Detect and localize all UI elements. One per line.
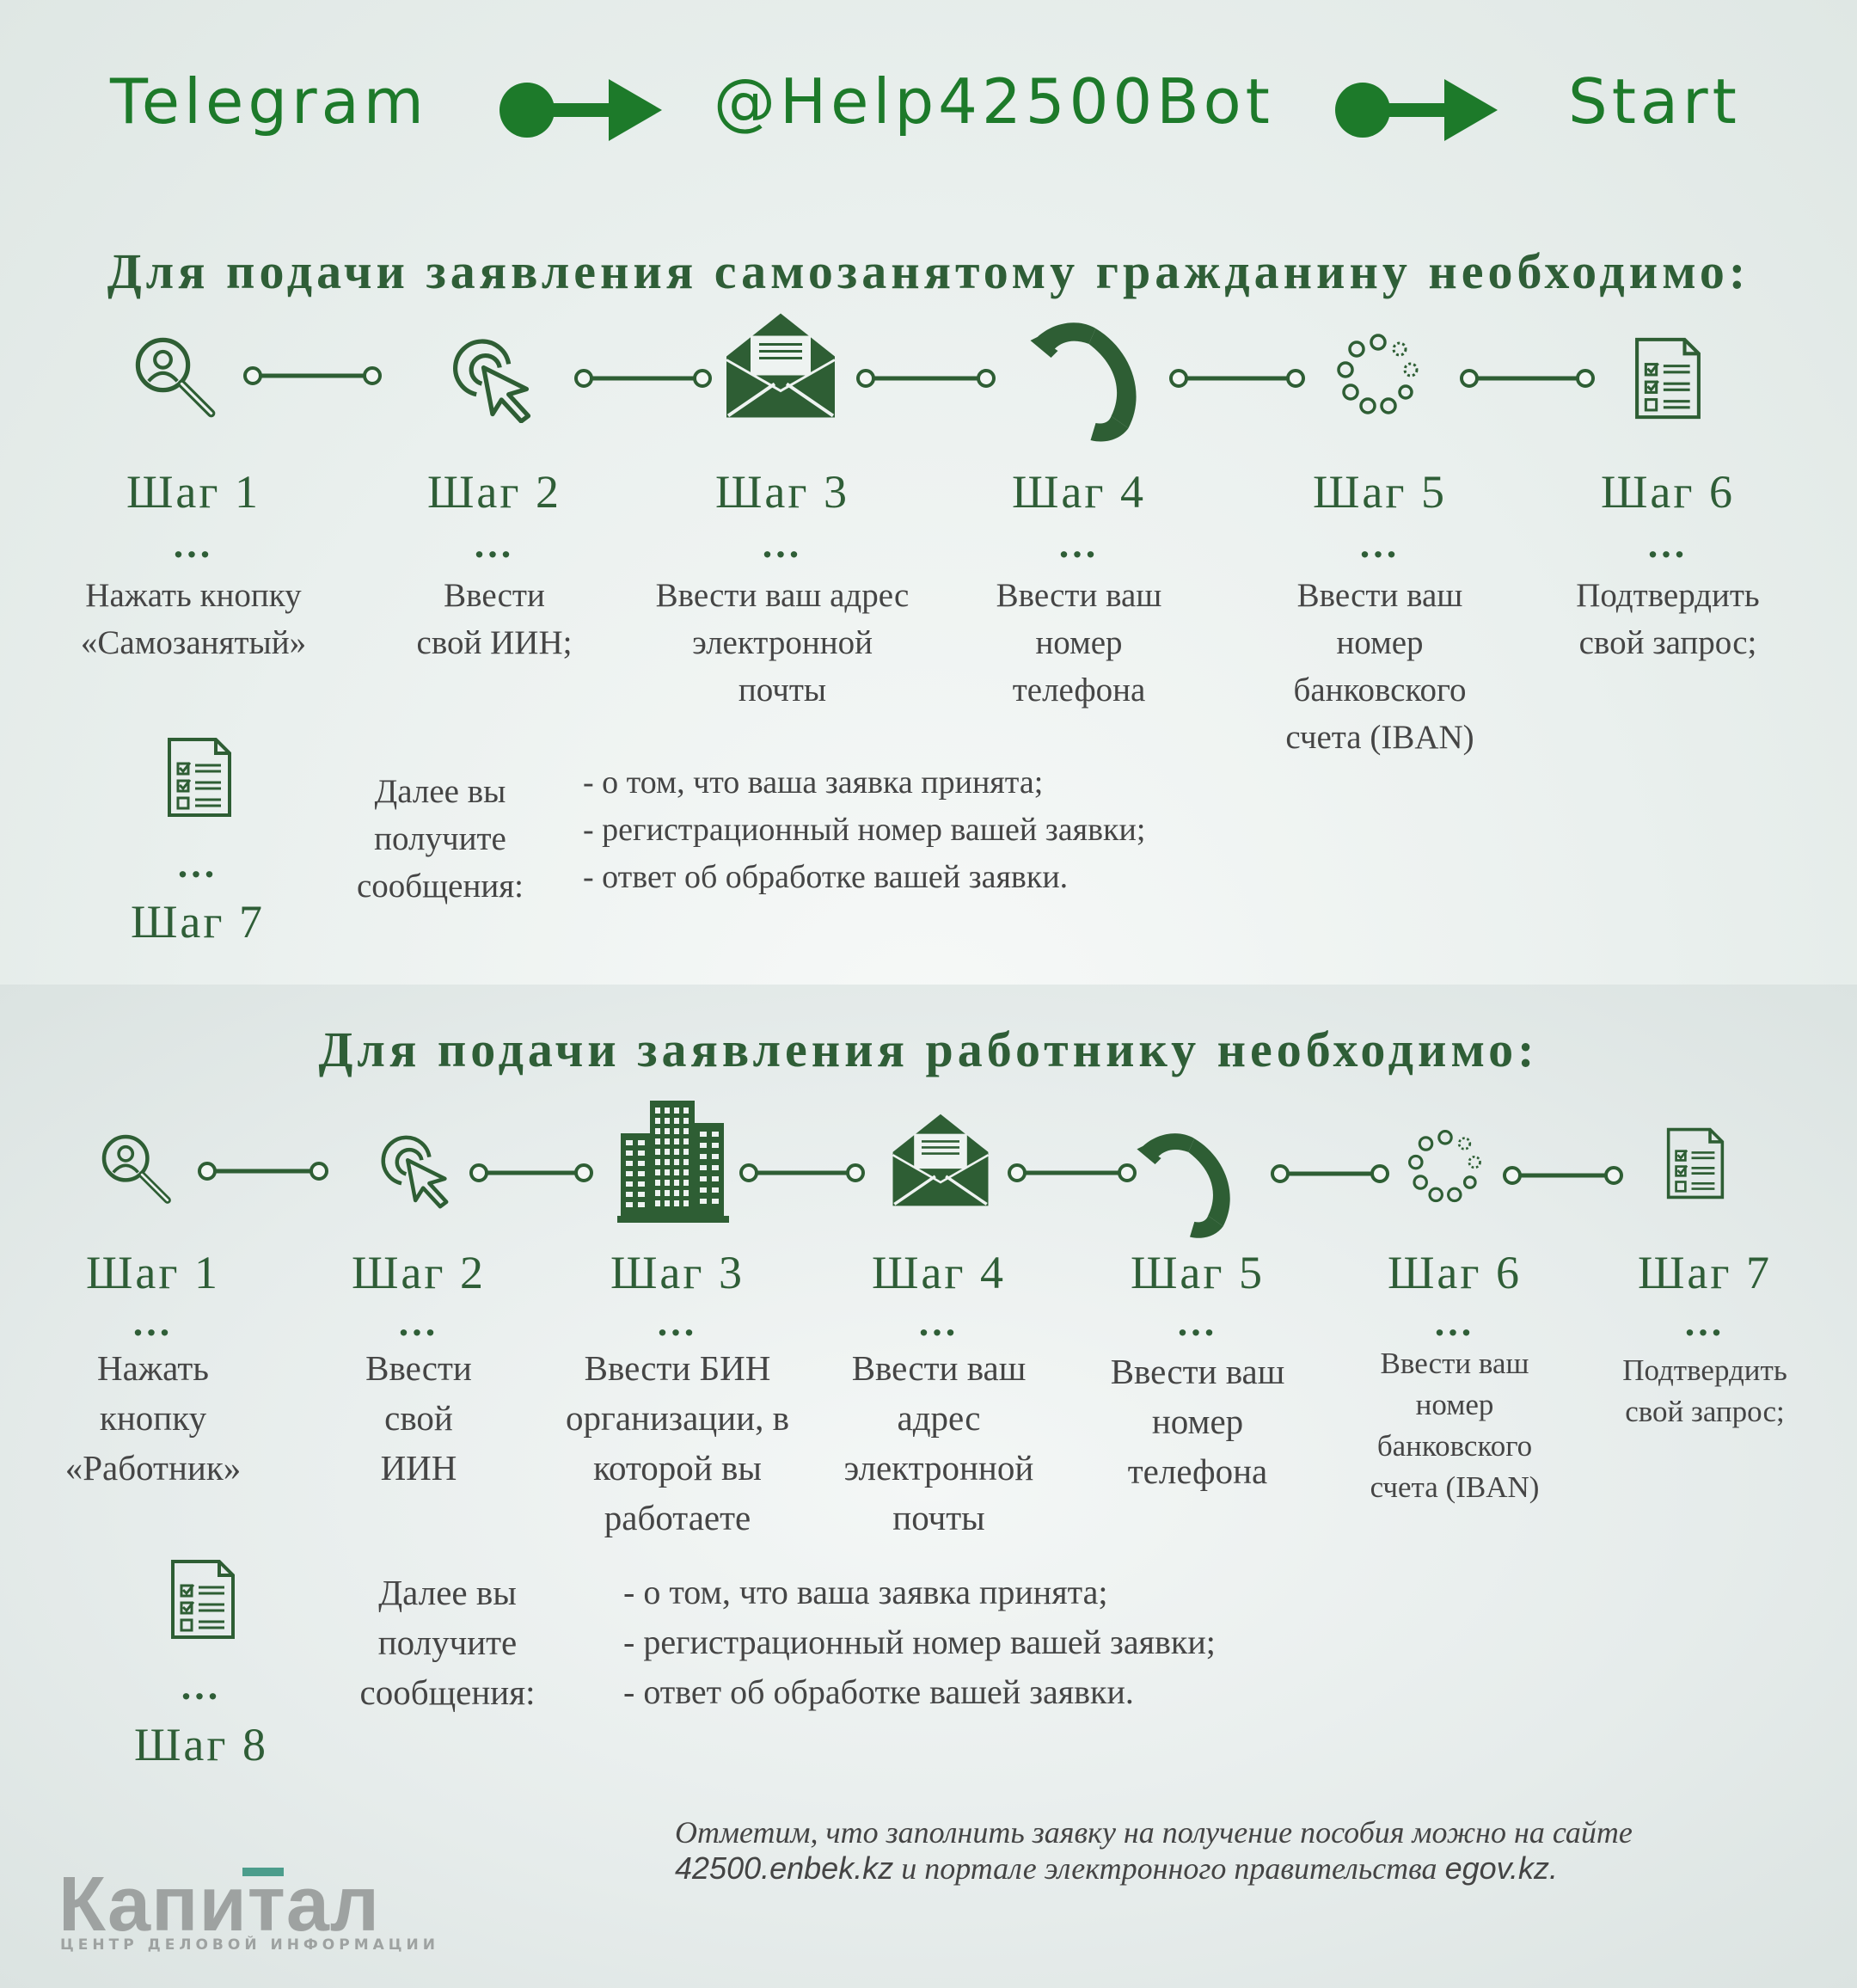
message-item: - регистрационный номер вашей заявки; xyxy=(623,1623,1216,1661)
step-dots: ... xyxy=(657,1300,698,1344)
logo-kapital: Капитал xyxy=(58,1862,381,1948)
messages-list: - о том, что ваша заявка принята; - реги… xyxy=(583,759,1145,901)
checklist-icon xyxy=(168,738,231,817)
phone-icon xyxy=(1133,1126,1241,1244)
step-dots: ... xyxy=(1434,1300,1475,1344)
step-label: Шаг 5 xyxy=(1312,466,1448,518)
checklist-icon xyxy=(171,1560,235,1639)
step-dots: ... xyxy=(173,522,214,566)
connector-line xyxy=(1008,1163,1137,1182)
search-icon xyxy=(129,331,218,425)
footnote: Отметим, что заполнить заявку на получен… xyxy=(675,1815,1633,1886)
step-label: Шаг 1 xyxy=(126,466,261,518)
building-icon xyxy=(617,1099,729,1228)
step-dots: ... xyxy=(918,1300,959,1344)
envelope-icon xyxy=(891,1113,990,1212)
messages-label: Далее вы получите сообщения: xyxy=(356,773,524,905)
step-label: Шаг 2 xyxy=(426,466,562,518)
start-label: Start xyxy=(1568,65,1741,138)
telegram-label: Telegram xyxy=(110,65,428,138)
step-label: Шаг 7 xyxy=(1637,1247,1773,1298)
step-label: Шаг 6 xyxy=(1387,1247,1523,1298)
connector-line xyxy=(1460,369,1595,388)
logo-accent-bar xyxy=(242,1868,284,1876)
click-icon xyxy=(449,334,540,427)
step-label: Шаг 2 xyxy=(351,1247,487,1298)
step-label: Шаг 6 xyxy=(1600,466,1736,518)
checklist-icon xyxy=(1633,335,1702,426)
step-label: Шаг 3 xyxy=(610,1247,745,1298)
envelope-icon xyxy=(725,311,837,424)
messages-list: - о том, что ваша заявка принята; - реги… xyxy=(623,1568,1216,1717)
loading-icon xyxy=(1335,332,1421,422)
connector-line xyxy=(243,366,382,385)
section2-heading: Для подачи заявления работнику необходим… xyxy=(318,1022,1539,1077)
step-dots: ... xyxy=(177,842,218,886)
step-dots: ... xyxy=(474,522,515,566)
step-label: Шаг 5 xyxy=(1130,1247,1266,1298)
click-icon xyxy=(378,1130,456,1213)
step-label: Шаг 8 xyxy=(133,1719,269,1770)
arrow-right-icon xyxy=(1335,79,1498,141)
section1-heading: Для подачи заявления самозанятому гражда… xyxy=(107,243,1750,299)
step-dots: ... xyxy=(762,522,803,566)
message-item: - ответ об обработке вашей заявки. xyxy=(623,1672,1134,1711)
step-label: Шаг 4 xyxy=(1011,466,1147,518)
connector-line xyxy=(856,369,996,388)
site-link[interactable]: egov.kz. xyxy=(1444,1850,1558,1886)
logo-subtitle: ЦЕНТР ДЕЛОВОЙ ИНФОРМАЦИИ xyxy=(60,1936,439,1954)
step-dots: ... xyxy=(1177,1300,1218,1344)
step-dots: ... xyxy=(181,1664,222,1708)
message-item: - о том, что ваша заявка принята; xyxy=(623,1573,1108,1611)
connector-line xyxy=(1271,1164,1389,1183)
connector-line xyxy=(1169,369,1305,388)
step-label: Шаг 4 xyxy=(871,1247,1007,1298)
message-item: - ответ об обработке вашей заявки. xyxy=(583,859,1069,895)
message-item: - регистрационный номер вашей заявки; xyxy=(583,812,1146,848)
phone-icon xyxy=(1025,315,1149,448)
arrow-right-icon xyxy=(499,79,662,141)
checklist-icon xyxy=(1665,1126,1725,1205)
site-link[interactable]: 42500.enbek.kz xyxy=(675,1850,894,1886)
connector-line xyxy=(739,1163,865,1182)
connector-line xyxy=(469,1163,593,1182)
message-item: - о том, что ваша заявка принята; xyxy=(583,764,1044,801)
step-dots: ... xyxy=(1647,522,1688,566)
loading-icon xyxy=(1407,1128,1484,1210)
step-dots: ... xyxy=(398,1300,439,1344)
connector-line xyxy=(574,369,712,388)
step-dots: ... xyxy=(132,1300,174,1344)
messages-label: Далее вы получите сообщения: xyxy=(359,1573,536,1712)
step-label: Шаг 3 xyxy=(714,466,850,518)
search-icon xyxy=(96,1128,174,1212)
connector-line xyxy=(198,1162,328,1181)
step-dots: ... xyxy=(1058,522,1100,566)
step-description: Нажать кнопку«Самозанятый» xyxy=(80,577,307,661)
connector-line xyxy=(1503,1166,1623,1185)
step-label: Шаг 1 xyxy=(85,1247,221,1298)
step-dots: ... xyxy=(1684,1300,1725,1344)
step-dots: ... xyxy=(1359,522,1400,566)
step-label: Шаг 7 xyxy=(130,896,266,948)
bot-handle-label: @Help42500Bot xyxy=(714,65,1274,138)
